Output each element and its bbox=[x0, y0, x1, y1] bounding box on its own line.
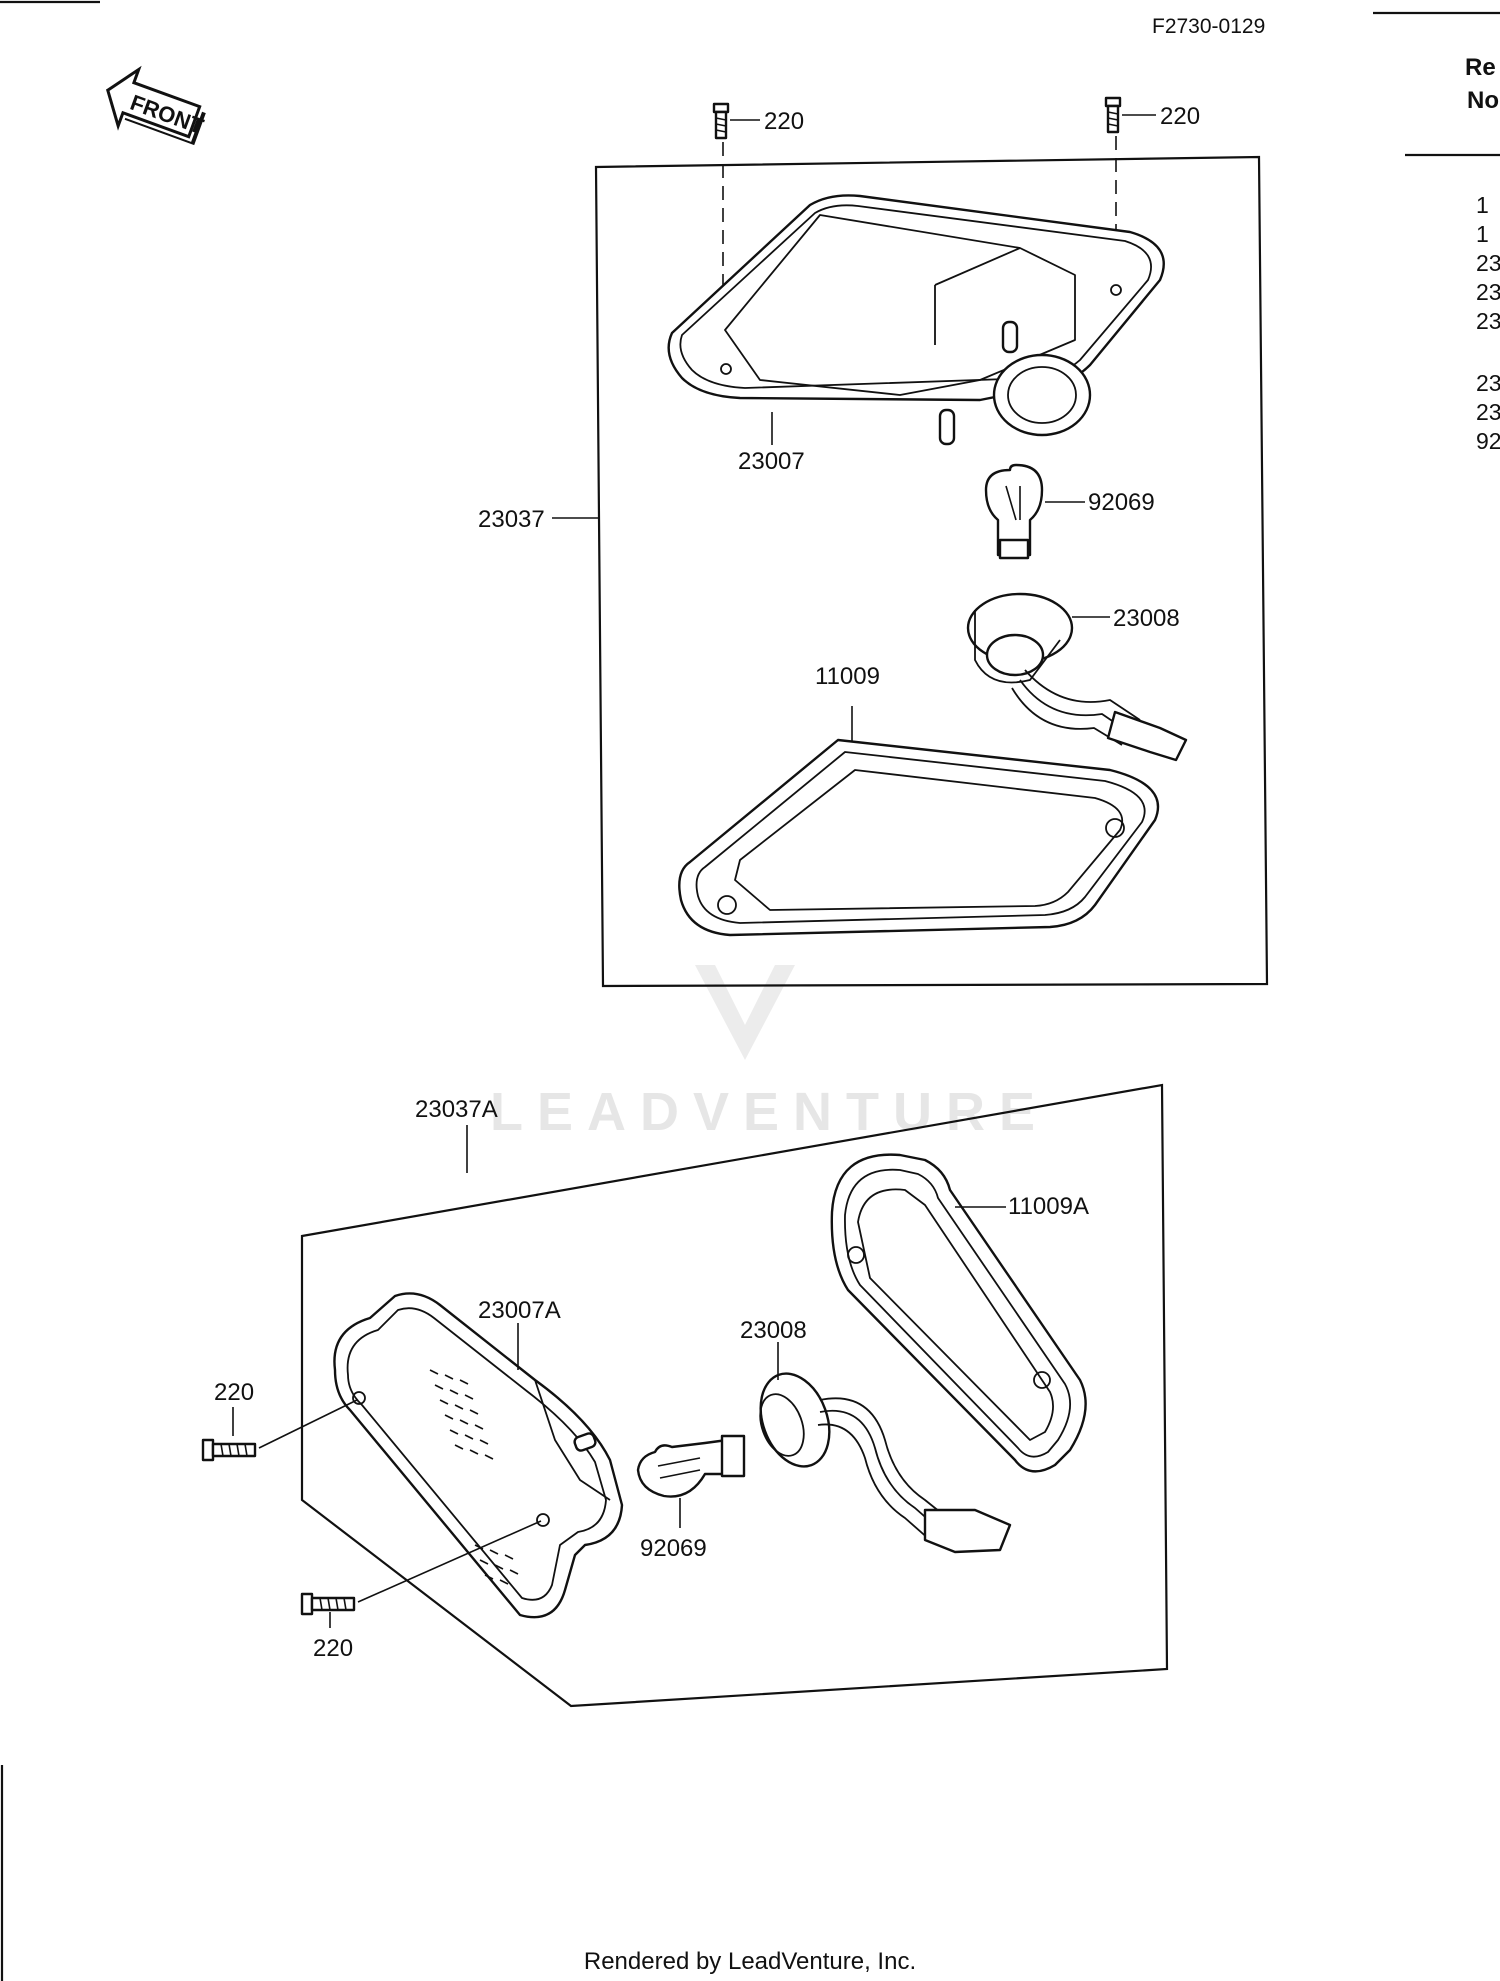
bottom-socket-label: 23008 bbox=[740, 1317, 807, 1344]
top-bulb-label: 92069 bbox=[1088, 489, 1155, 516]
housing-prism-pattern bbox=[429, 1369, 519, 1585]
bottom-bulb-label: 92069 bbox=[640, 1535, 707, 1562]
ref-header-line2: No bbox=[1467, 87, 1499, 114]
bottom-screw-top: 220 bbox=[201, 1379, 358, 1462]
top-bulb-92069: 92069 bbox=[984, 463, 1155, 560]
ref-row: 1 bbox=[1476, 192, 1489, 218]
bottom-screw-bottom: 220 bbox=[300, 1520, 542, 1662]
top-socket-23008: 23008 bbox=[966, 592, 1188, 762]
watermark-text: LEADVENTURE bbox=[490, 1082, 1049, 1142]
figure-code: F2730-0129 bbox=[1152, 15, 1265, 38]
ref-row: 23 bbox=[1476, 308, 1500, 334]
bottom-assembly: 23037A 11009A 23007A bbox=[201, 1083, 1169, 1708]
top-assembly-label: 23037 bbox=[478, 506, 545, 533]
bottom-lens-11009a: 11009A bbox=[830, 1153, 1089, 1473]
ref-row: 92 bbox=[1476, 428, 1500, 454]
bottom-housing-23007a: 23007A bbox=[333, 1292, 624, 1619]
footer-credit: Rendered by LeadVenture, Inc. bbox=[583, 1948, 917, 1975]
bottom-lens-label: 11009A bbox=[1008, 1193, 1089, 1220]
top-socket-label: 23008 bbox=[1113, 605, 1180, 632]
bottom-bulb-92069: 92069 bbox=[636, 1434, 746, 1562]
ref-row: 23 bbox=[1476, 250, 1500, 276]
top-housing-23007: 23007 bbox=[667, 194, 1165, 475]
top-housing-label: 23007 bbox=[738, 448, 805, 475]
top-screw-right-label: 220 bbox=[1160, 103, 1200, 130]
top-assembly-frame bbox=[594, 155, 1269, 988]
front-arrow-icon: FRONT bbox=[105, 65, 207, 146]
top-lens-label: 11009 bbox=[815, 663, 880, 690]
ref-row: 23 bbox=[1476, 399, 1500, 425]
top-screw-left: 220 bbox=[712, 102, 804, 285]
top-assembly: 23037 220 220 bbox=[478, 96, 1269, 988]
bottom-screw-bottom-label: 220 bbox=[313, 1635, 353, 1662]
top-screw-right: 220 bbox=[1104, 96, 1200, 232]
ref-header-line1: Re bbox=[1465, 54, 1496, 81]
top-screw-left-label: 220 bbox=[764, 108, 804, 135]
ref-row: 23 bbox=[1476, 279, 1500, 305]
reference-column: Re No 1 1 23 23 23 23 23 92 bbox=[1373, 11, 1500, 454]
bottom-assembly-label: 23037A bbox=[415, 1096, 498, 1123]
top-lens-11009: 11009 bbox=[678, 663, 1160, 937]
bottom-assembly-frame bbox=[300, 1083, 1169, 1708]
bottom-screw-top-label: 220 bbox=[214, 1379, 254, 1406]
bottom-socket-23008: 23008 bbox=[740, 1317, 1012, 1554]
ref-row: 1 bbox=[1476, 221, 1489, 247]
bottom-housing-label: 23007A bbox=[478, 1297, 561, 1324]
watermark: LEADVENTURE bbox=[490, 965, 1049, 1142]
ref-row: 23 bbox=[1476, 370, 1500, 396]
